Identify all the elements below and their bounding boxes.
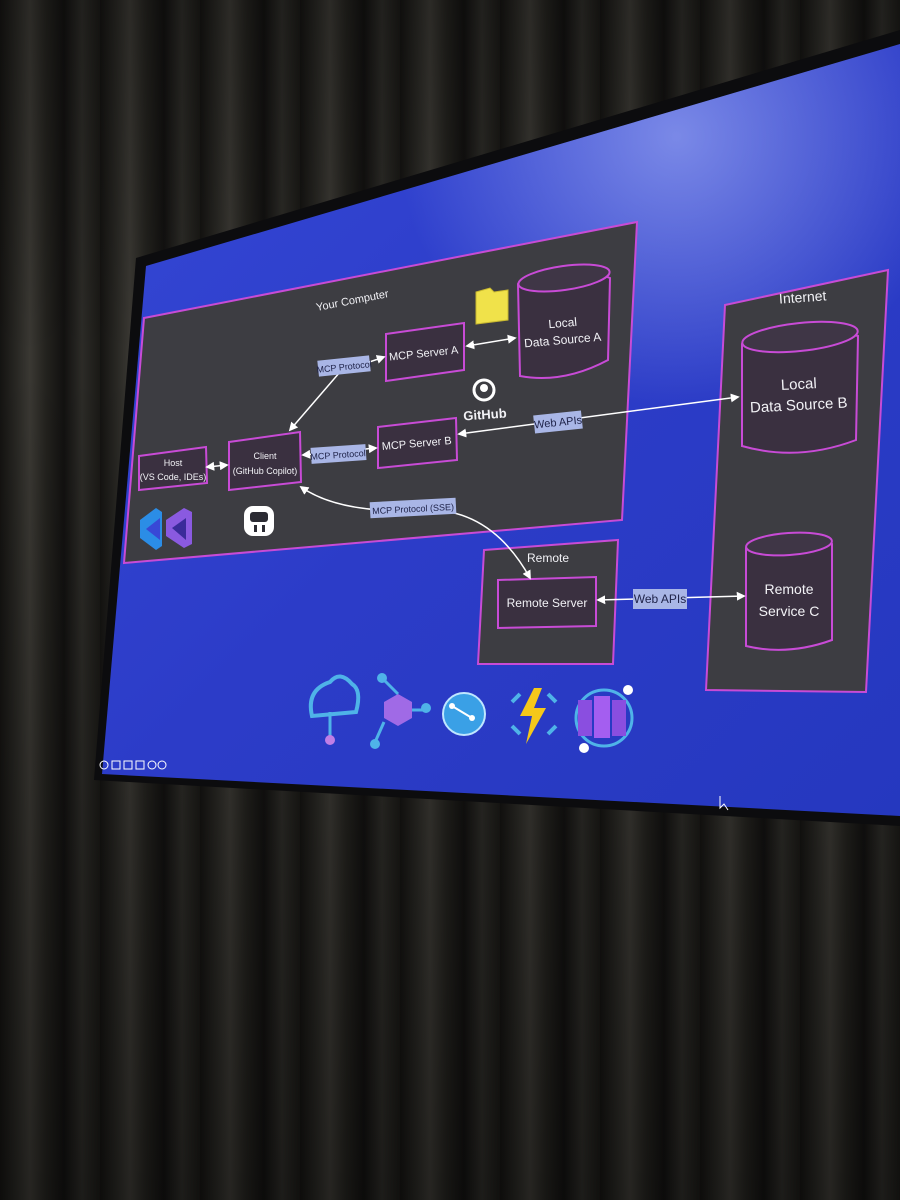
edge-label-web-apis-b-bg (533, 410, 583, 434)
folder-icon (475, 287, 509, 325)
node-local-data-source-b-line1: Local (780, 375, 817, 394)
region-remote-label: Remote (527, 551, 569, 565)
github-wordmark: GitHub (463, 406, 507, 424)
globe-icon (442, 692, 486, 736)
node-host-line1: Host (164, 458, 183, 468)
visual-studio-icon (166, 508, 192, 548)
edge-label-mcp-protocol-b: MCP Protocol (310, 448, 366, 462)
node-local-data-source-b-line2: Data Source B (750, 394, 848, 416)
node-local-data-source-b (741, 320, 860, 454)
edge-label-mcp-protocol-sse: MCP Protocol (SSE) (372, 502, 454, 516)
node-remote-service-c-line1: Remote (764, 581, 813, 597)
vscode-icon (140, 508, 162, 550)
presentation-toolbar[interactable] (99, 760, 167, 770)
edge-mcp-b-data-b (457, 393, 740, 438)
node-local-data-source-a (516, 263, 612, 379)
node-remote-service-c-line2: Service C (759, 603, 820, 619)
node-mcp-server-a (385, 321, 465, 383)
node-host (138, 445, 209, 492)
node-remote-server-label: Remote Server (507, 596, 588, 610)
node-client-line1: Client (253, 451, 277, 461)
azure-functions-icon (510, 688, 558, 744)
node-remote-server (497, 575, 597, 630)
node-local-data-source-a-line1: Local (548, 315, 578, 331)
edge-label-web-apis-c-bg (633, 589, 687, 609)
node-local-data-source-a-line2: Data Source A (523, 330, 601, 351)
edge-host-client (205, 461, 229, 471)
region-internet-label: Internet (778, 287, 827, 306)
node-mcp-server-b (377, 416, 459, 470)
node-host-line2: (VS Code, IDEs) (140, 472, 207, 482)
hub-icon (370, 673, 431, 749)
edge-mcp-a-data-a (465, 334, 517, 350)
edge-label-web-apis-b: Web APIs (534, 414, 584, 431)
edge-label-web-apis-c: Web APIs (634, 592, 686, 606)
node-remote-service-c (745, 531, 833, 651)
node-client-line2: (GitHub Copilot) (233, 466, 298, 476)
container-apps-icon (574, 685, 634, 753)
edge-label-mcp-protocol-b-bg (310, 444, 367, 464)
github-octocat-icon (472, 378, 496, 402)
cloud-icon (308, 674, 361, 745)
edge-label-mcp-protocol-a-bg (317, 355, 371, 377)
copilot-icon (244, 506, 274, 536)
edge-label-mcp-protocol-sse-bg (369, 497, 457, 519)
mouse-cursor (719, 796, 729, 811)
node-client (228, 430, 303, 492)
